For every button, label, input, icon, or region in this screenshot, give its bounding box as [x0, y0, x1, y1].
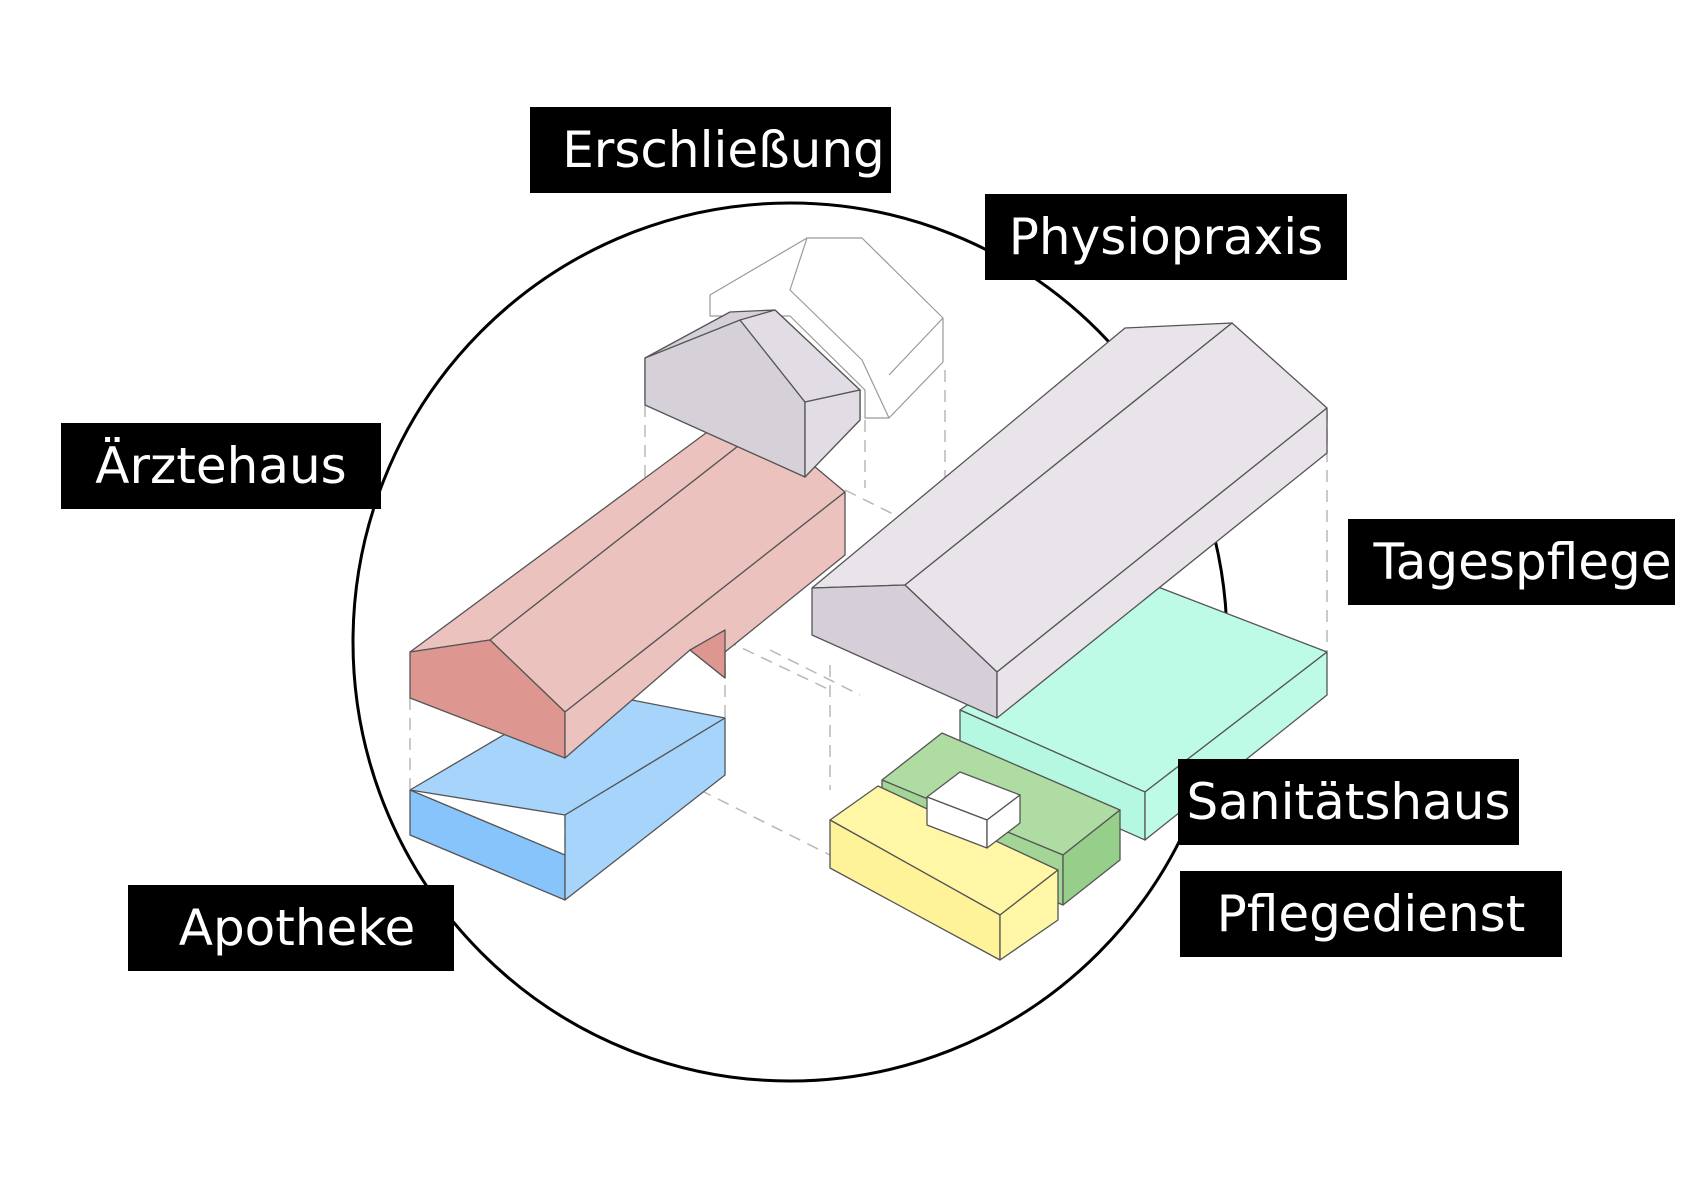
- physiopraxis-volume: [811, 322, 1328, 719]
- label-sanitaetshaus: Sanitätshaus: [1178, 759, 1519, 845]
- aerztehaus-volume: [409, 424, 846, 759]
- label-pflegedienst: Pflegedienst: [1180, 871, 1562, 957]
- label-erschliessung: Erschließung: [530, 107, 891, 193]
- pflegedienst-side: [999, 869, 1059, 961]
- label-aerztehaus: Ärztehaus: [61, 423, 381, 509]
- apotheke-side: [564, 717, 726, 901]
- label-tagespflege: Tagespflege: [1348, 519, 1675, 605]
- label-apotheke: Apotheke: [128, 885, 454, 971]
- erschliessung-volume: [709, 237, 944, 419]
- sanitaetshaus-side: [1062, 809, 1121, 906]
- pflegedienst-volume: [829, 785, 1059, 961]
- label-physiopraxis: Physiopraxis: [985, 194, 1347, 280]
- erschliessung-house-side: [804, 389, 861, 478]
- physiopraxis-side: [996, 407, 1328, 719]
- aerztehaus-notch: [689, 629, 726, 679]
- small-white-cube: [926, 771, 1021, 849]
- erschliessung-house-volume: [644, 309, 861, 478]
